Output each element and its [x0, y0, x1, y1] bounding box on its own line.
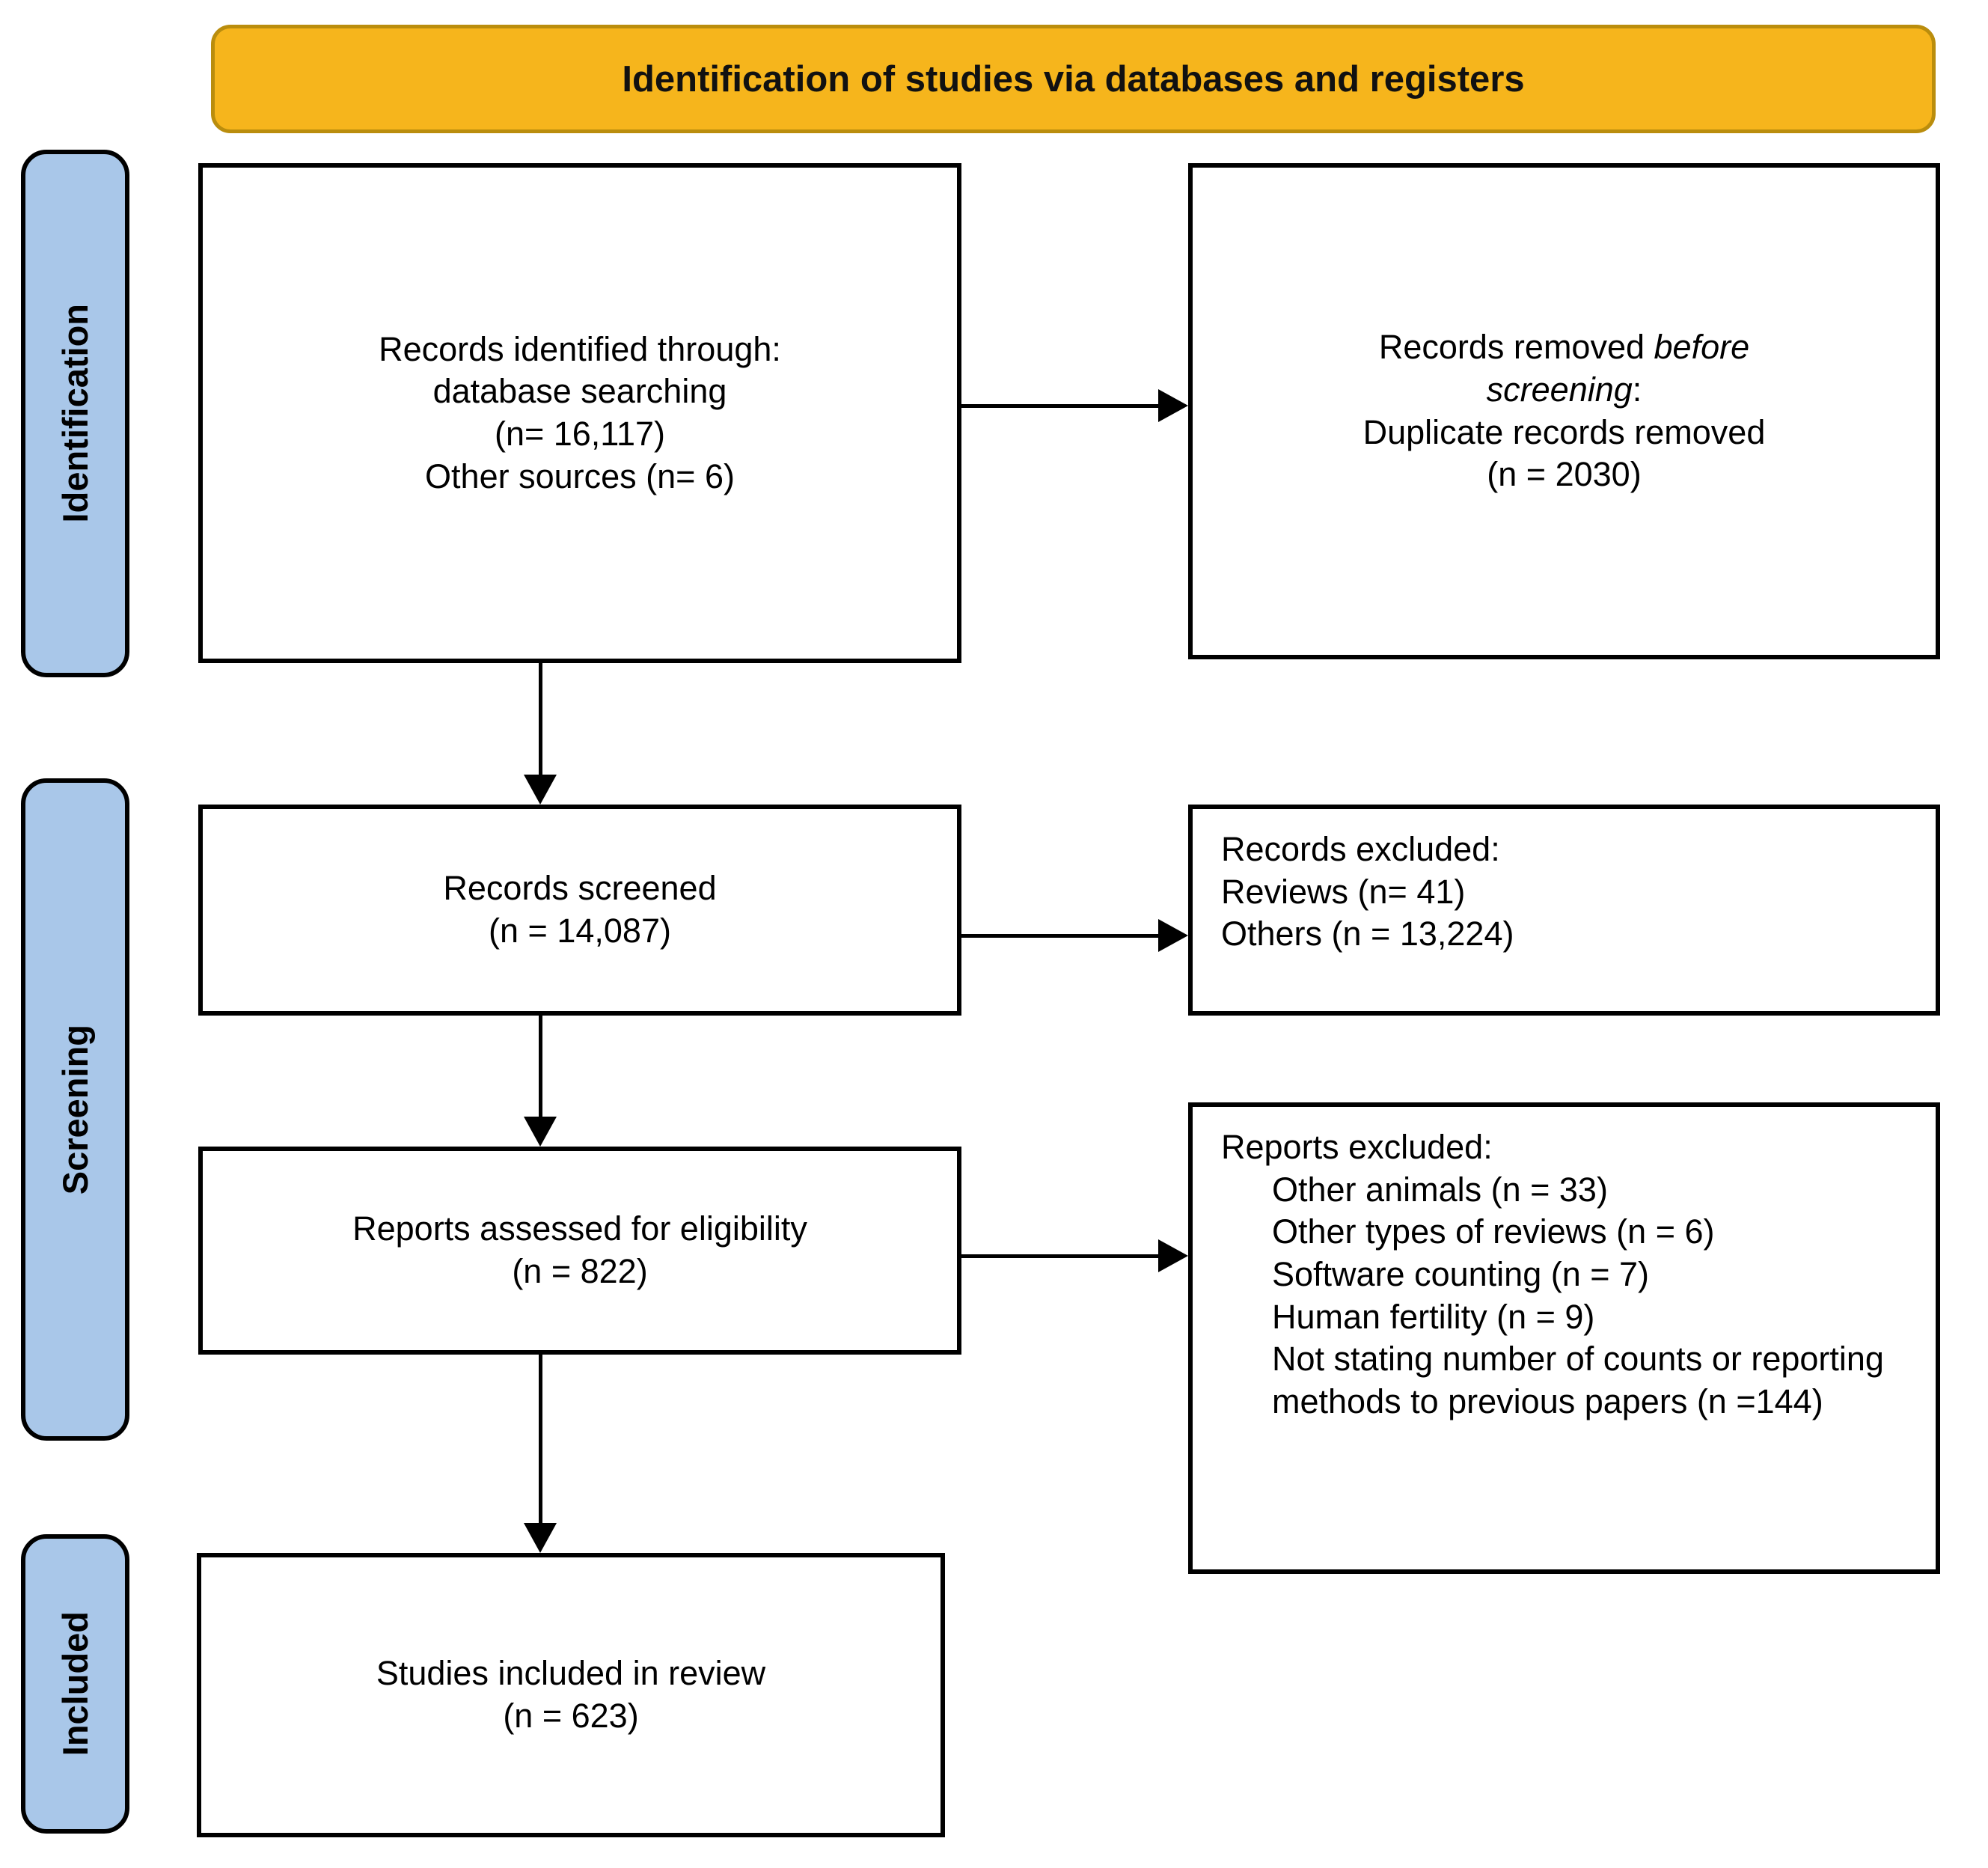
arrow-shaft	[961, 404, 1160, 408]
box-studies-included: Studies included in review (n = 623)	[197, 1553, 945, 1837]
arrow-right-head-icon	[1158, 1239, 1188, 1272]
arrow-assessed-to-excluded	[961, 1239, 1188, 1272]
arrow-down-head-icon	[524, 775, 557, 805]
arrow-down-head-icon	[524, 1523, 557, 1553]
banner: Identification of studies via databases …	[211, 25, 1936, 133]
records-identified-line: (n= 16,117)	[494, 415, 666, 453]
reports-excluded-item: Other animals (n = 33)	[1272, 1170, 1608, 1209]
records-excluded-line: Reviews (n= 41)	[1221, 872, 1466, 911]
arrow-assessed-to-included	[524, 1355, 557, 1553]
arrow-shaft	[539, 1016, 542, 1118]
studies-included-line: (n = 623)	[503, 1697, 639, 1735]
records-removed-line: Duplicate records removed	[1362, 412, 1766, 451]
reports-excluded-item: Human fertility (n = 9)	[1272, 1297, 1595, 1336]
reports-excluded-items: Other animals (n = 33)Other types of rev…	[1221, 1169, 1913, 1423]
stage-label-included-text: Included	[55, 1611, 95, 1756]
records-identified-line: Other sources (n= 6)	[425, 457, 735, 495]
records-screened-line: Records screened	[443, 869, 717, 908]
box-records-removed: Records removed before screening: Duplic…	[1188, 163, 1940, 659]
reports-excluded-item: Other types of reviews (n = 6)	[1272, 1212, 1715, 1251]
studies-included-line: Studies included in review	[376, 1654, 766, 1693]
records-removed-text: Records removed	[1378, 328, 1654, 367]
records-removed-line: Records removed before	[1379, 326, 1749, 369]
banner-title: Identification of studies via databases …	[622, 58, 1525, 100]
arrow-shaft	[961, 934, 1160, 938]
box-reports-assessed: Reports assessed for eligibility (n = 82…	[198, 1147, 961, 1355]
records-removed-line: (n = 2030)	[1487, 455, 1642, 494]
box-records-excluded: Records excluded: Reviews (n= 41) Others…	[1188, 805, 1940, 1016]
records-excluded-line: Records excluded:	[1221, 830, 1500, 868]
arrow-identified-to-removed	[961, 389, 1188, 422]
arrow-screened-to-assessed	[524, 1016, 557, 1147]
stage-label-identification-text: Identification	[55, 304, 95, 523]
arrow-right-head-icon	[1158, 919, 1188, 952]
records-identified-line: database searching	[432, 372, 727, 411]
records-removed-italic-text: screening	[1486, 370, 1633, 409]
stage-label-screening: Screening	[21, 778, 129, 1441]
records-removed-text: :	[1632, 370, 1642, 409]
arrow-right-head-icon	[1158, 389, 1188, 422]
box-records-identified: Records identified through: database sea…	[198, 163, 961, 663]
arrow-down-head-icon	[524, 1117, 557, 1147]
arrow-shaft	[539, 663, 542, 776]
records-removed-line: screening:	[1487, 369, 1642, 412]
records-excluded-line: Others (n = 13,224)	[1221, 915, 1514, 953]
box-records-screened: Records screened (n = 14,087)	[198, 805, 961, 1016]
arrow-identified-to-screened	[524, 663, 557, 805]
arrow-screened-to-excluded	[961, 919, 1188, 952]
arrow-shaft	[961, 1254, 1160, 1258]
records-identified-line: Records identified through:	[379, 329, 781, 368]
records-removed-italic-text: before	[1654, 328, 1750, 367]
reports-excluded-item: Software counting (n = 7)	[1272, 1255, 1650, 1294]
reports-excluded-item: Not stating number of counts or reportin…	[1272, 1340, 1884, 1421]
reports-assessed-line: Reports assessed for eligibility	[352, 1209, 807, 1248]
stage-label-included: Included	[21, 1534, 129, 1834]
arrow-shaft	[539, 1355, 542, 1524]
stage-label-identification: Identification	[21, 150, 129, 677]
reports-excluded-header: Reports excluded:	[1221, 1128, 1493, 1166]
box-reports-excluded: Reports excluded: Other animals (n = 33)…	[1188, 1102, 1940, 1574]
reports-assessed-line: (n = 822)	[512, 1252, 648, 1290]
stage-label-screening-text: Screening	[55, 1024, 95, 1195]
records-screened-line: (n = 14,087)	[489, 912, 671, 950]
